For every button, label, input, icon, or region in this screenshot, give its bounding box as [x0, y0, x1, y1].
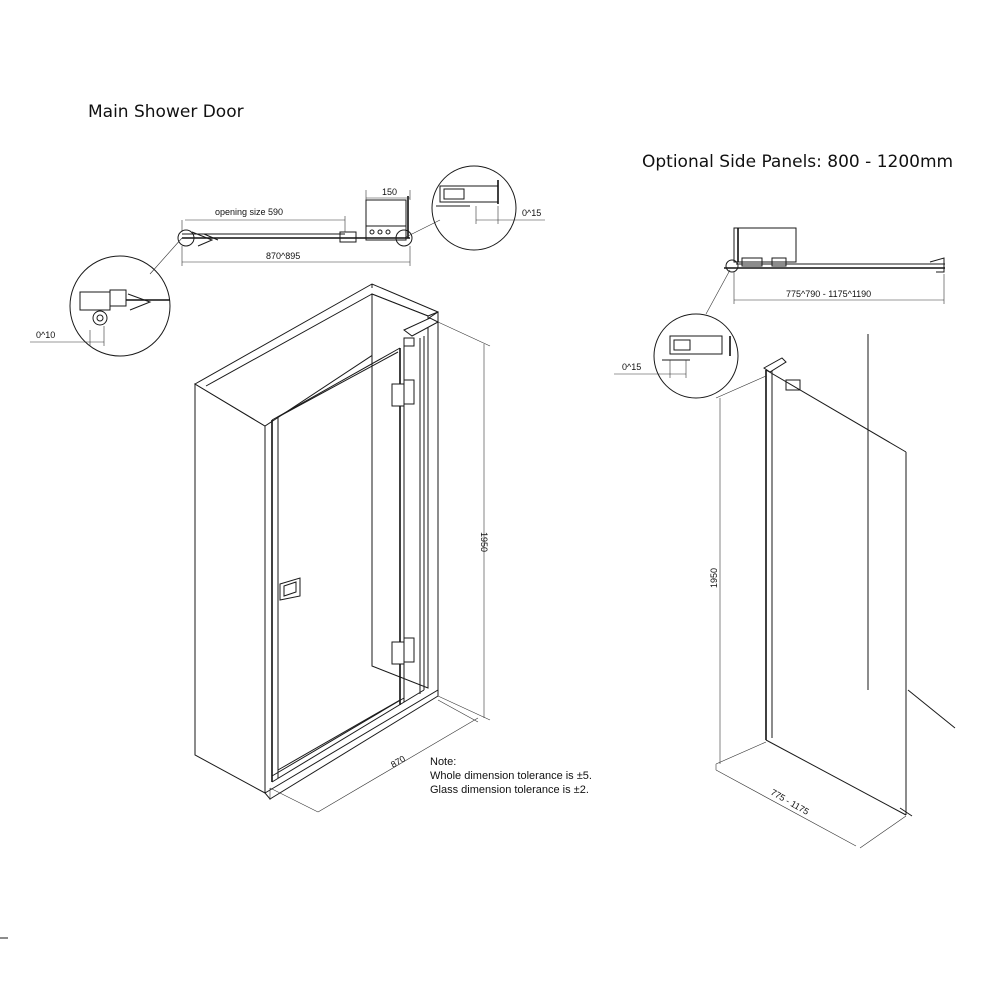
opening-size-label: opening size 590	[215, 207, 283, 217]
hinge-width-label: 150	[382, 187, 397, 197]
panel-detail: 0^15	[614, 313, 739, 399]
main-door-title: Main Shower Door	[88, 102, 244, 122]
overall-width-label: 870^895	[266, 251, 300, 261]
detail-left-label: 0^10	[36, 330, 55, 340]
panel-elevation: 1950 775 - 1175	[709, 334, 956, 849]
door-elevation: 1950 870	[194, 283, 491, 813]
panel-detail-label: 0^15	[622, 362, 641, 372]
tolerance-note: Note: Whole dimension tolerance is ±5. G…	[430, 756, 592, 796]
side-panel-title: Optional Side Panels: 800 - 1200mm	[642, 152, 953, 172]
panel-plan-view: 775^790 - 1175^1190	[705, 227, 945, 315]
door-height-label: 1950	[479, 532, 489, 552]
door-width-label: 870	[389, 754, 407, 770]
door-detail-left: 0^10	[30, 255, 171, 357]
panel-overall-label: 775^790 - 1175^1190	[786, 289, 871, 299]
door-plan-view: opening size 590 150 870^895	[177, 187, 441, 266]
note-heading: Note:	[430, 756, 456, 768]
panel-height-label: 1950	[709, 568, 719, 588]
door-detail-right: 0^15	[431, 165, 545, 251]
detail-right-label: 0^15	[522, 208, 541, 218]
note-line-2: Glass dimension tolerance is ±2.	[430, 784, 589, 796]
note-line-1: Whole dimension tolerance is ±5.	[430, 770, 592, 782]
